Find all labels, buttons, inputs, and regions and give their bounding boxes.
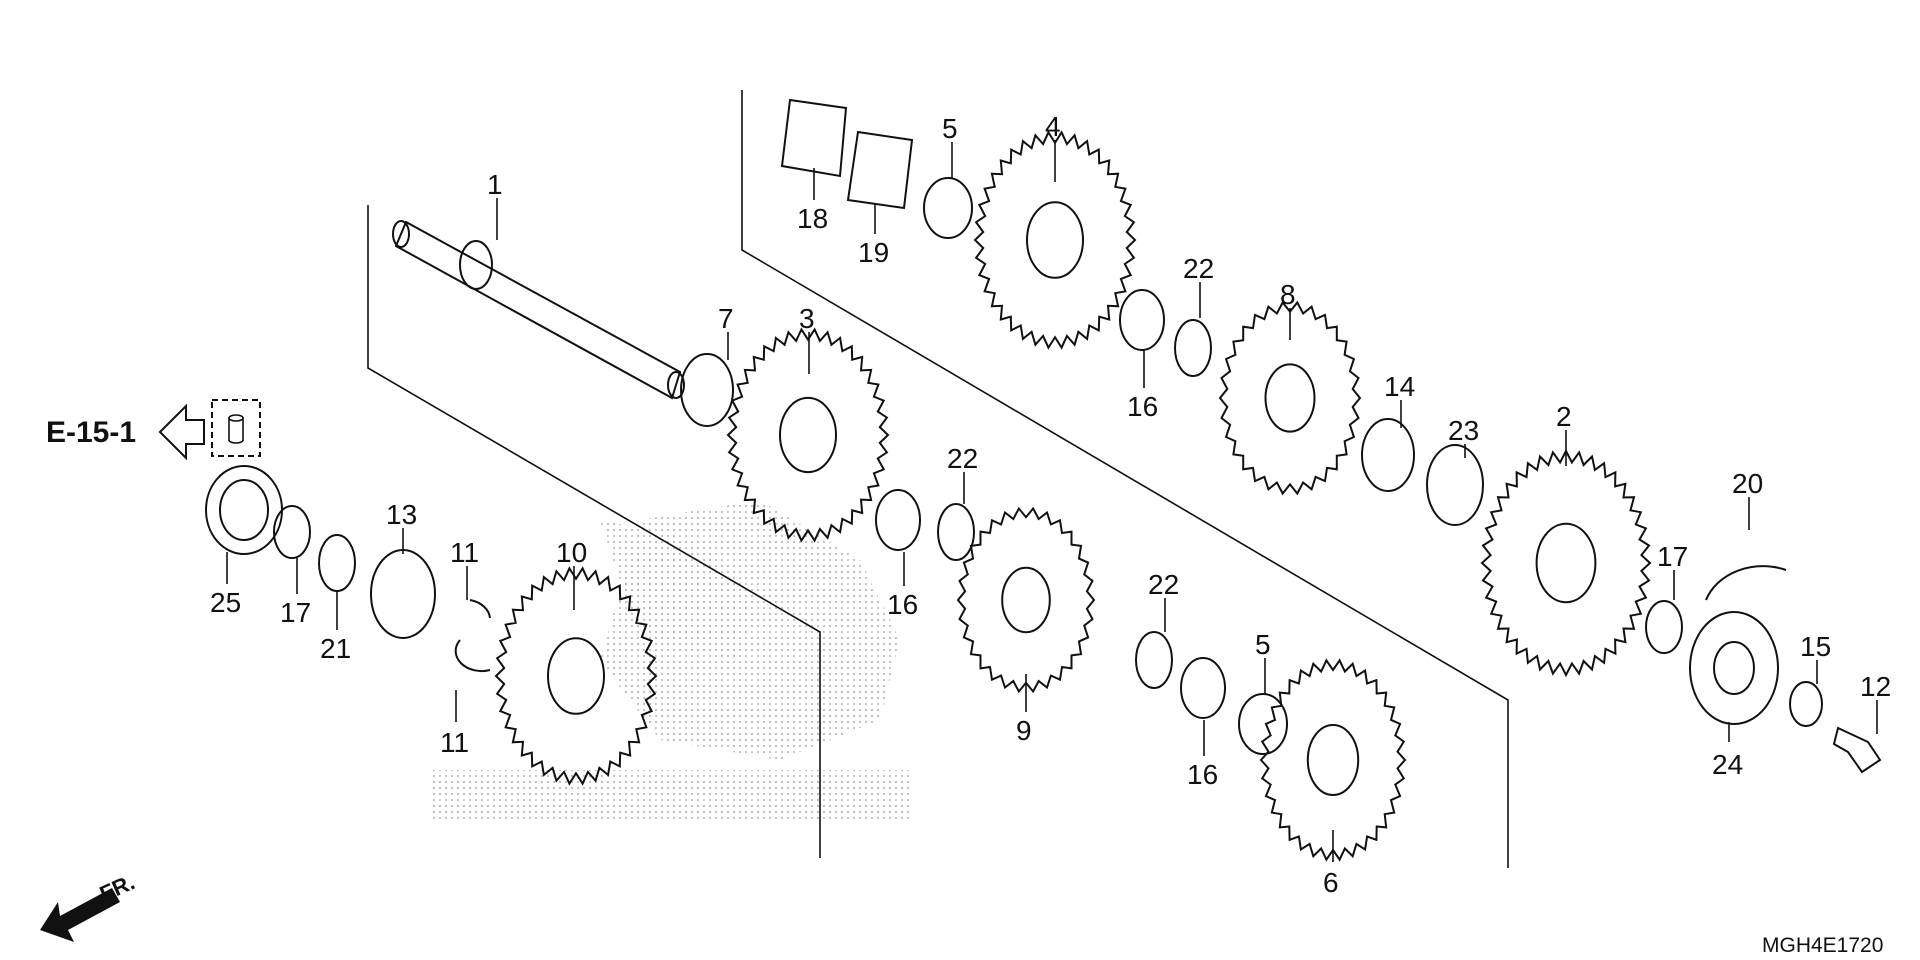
washer-16a: [875, 489, 921, 551]
callout-23: 23: [1448, 415, 1479, 446]
gear-10-hub: [547, 637, 605, 715]
bushing-7: [680, 353, 734, 427]
gear-2: [1480, 448, 1652, 678]
gear-9: [956, 506, 1096, 694]
leader-lines: [226, 140, 1878, 862]
callout-3: 3: [799, 303, 815, 334]
callout-25: 25: [210, 587, 241, 618]
reference-callout: E-15-1: [46, 399, 261, 461]
washer-16c: [1180, 657, 1226, 719]
gear-9-hub: [1001, 566, 1051, 634]
gear-8-hub: [1264, 363, 1316, 433]
washer-16b: [1119, 289, 1165, 351]
washer-14: [1361, 418, 1415, 492]
callout-12: 12: [1860, 671, 1891, 702]
circlip-22c: [1135, 631, 1173, 689]
washer-13: [370, 549, 436, 639]
callout-5b: 5: [1255, 629, 1271, 660]
callout-11b: 11: [440, 727, 469, 758]
callout-16c: 16: [1187, 759, 1218, 790]
callout-1: 1: [487, 169, 503, 200]
hollow-left-arrow-icon: [158, 403, 205, 461]
washer-15: [1789, 681, 1823, 727]
circlip-22a: [937, 503, 975, 561]
callout-5a: 5: [942, 113, 958, 144]
circlip-21: [318, 534, 356, 592]
callout-21: 21: [320, 633, 351, 664]
diagram-code: MGH4E1720: [1762, 934, 1883, 957]
callout-9: 9: [1016, 715, 1032, 746]
callout-7: 7: [718, 303, 734, 334]
dowel-box: [211, 399, 261, 457]
bushing-5a: [923, 177, 973, 239]
callout-17a: 17: [1657, 541, 1688, 572]
bearing-23: [1426, 444, 1484, 526]
callout-20: 20: [1732, 468, 1763, 499]
circlip-22b: [1174, 319, 1212, 377]
callout-24: 24: [1712, 749, 1743, 780]
front-direction-arrow-icon: [40, 888, 120, 942]
gear-10: [494, 566, 658, 786]
callout-13: 13: [386, 499, 417, 530]
callout-22b: 22: [947, 443, 978, 474]
gear-6: [1259, 658, 1407, 862]
callout-15: 15: [1800, 631, 1831, 662]
washer-17a: [273, 505, 311, 559]
callout-22a: 22: [1183, 253, 1214, 284]
plate-19: [846, 130, 914, 210]
callout-16b: 16: [887, 589, 918, 620]
gear-3-hub: [779, 396, 837, 474]
gear-4-hub: [1026, 201, 1084, 279]
ring-11a: [469, 599, 491, 619]
callout-4: 4: [1045, 111, 1061, 142]
callout-8: 8: [1280, 279, 1296, 310]
gear-2-hub: [1535, 522, 1597, 604]
callout-18: 18: [797, 203, 828, 234]
gear-set: [494, 130, 1652, 862]
main-shaft: [392, 220, 685, 400]
callout-14: 14: [1384, 371, 1415, 402]
callout-22c: 22: [1148, 569, 1179, 600]
bushing-5b: [1238, 693, 1288, 755]
countershaft-frame: [741, 90, 1509, 868]
main-shaft-frame: [367, 205, 821, 858]
small-parts: [205, 98, 1882, 774]
brand-watermark: [430, 500, 910, 820]
callout-6: 6: [1323, 867, 1339, 898]
gear-8: [1218, 300, 1362, 496]
washer-17b: [1645, 600, 1683, 654]
reference-label: E-15-1: [46, 416, 136, 449]
callout-17b: 17: [280, 597, 311, 628]
callout-2: 2: [1556, 401, 1572, 432]
front-direction-indicator: FR.: [40, 869, 138, 942]
callout-labels: 1 2 3 4 5 5 6 7 8 9 10 11 11 12 13 14 15…: [210, 111, 1891, 898]
gear-3: [726, 327, 890, 543]
gear-4: [973, 130, 1137, 350]
ring-11b: [454, 639, 491, 673]
callout-19: 19: [858, 237, 889, 268]
callout-10: 10: [556, 537, 587, 568]
plate-18: [780, 98, 848, 178]
callout-11a: 11: [450, 537, 479, 568]
dowel-pin-icon: [228, 414, 244, 444]
callout-16a: 16: [1127, 391, 1158, 422]
bearing-24: [1689, 611, 1779, 725]
ring-20: [1705, 565, 1787, 601]
bolt-12: [1832, 726, 1882, 774]
gear-6-hub: [1306, 724, 1360, 796]
